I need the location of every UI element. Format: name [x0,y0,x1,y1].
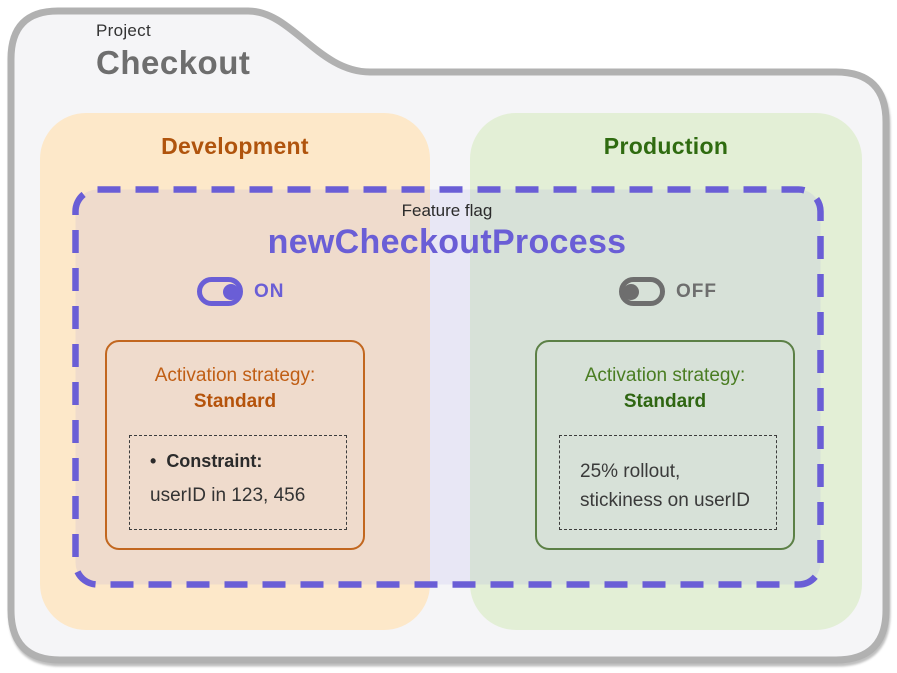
development-toggle-row: ON [197,277,285,306]
development-toggle-switch[interactable] [197,277,243,306]
development-strategy-card: Activation strategy: Standard • Constrai… [105,340,365,550]
rollout-box: 25% rollout, stickiness on userID [559,435,777,530]
rollout-line-2: stickiness on userID [580,490,751,512]
project-header: Project Checkout [96,21,250,82]
strategy-type: Standard [623,391,707,412]
production-strategy-card: Activation strategy: Standard 25% rollou… [535,340,795,550]
feature-flag-name: newCheckoutProcess [267,223,627,262]
environment-production-title: Production [603,133,729,159]
production-toggle-state: OFF [676,280,717,302]
constraint-box: • Constraint: userID in 123, 456 [129,435,347,530]
strategy-title: Activation strategy: [154,365,316,386]
constraint-heading: • Constraint: [150,451,338,472]
rollout-line-1: 25% rollout, [580,461,681,482]
feature-flag-label: Feature flag [401,201,493,220]
project-label: Project [96,21,152,40]
constraint-label: Constraint: [166,451,263,471]
toggle-knob-icon [623,283,639,300]
environment-development-title: Development [161,133,309,159]
production-toggle-row: OFF [619,277,717,306]
toggle-knob-icon [223,283,239,300]
feature-flag-header: Feature flag newCheckoutProcess [72,201,822,263]
development-toggle-state: ON [254,280,285,302]
constraint-value: userID in 123, 456 [150,485,306,506]
strategy-title: Activation strategy: [584,365,746,386]
strategy-type: Standard [193,391,277,412]
bullet-icon: • [150,451,157,471]
project-name: Checkout [96,44,251,81]
production-toggle-switch[interactable] [619,277,665,306]
